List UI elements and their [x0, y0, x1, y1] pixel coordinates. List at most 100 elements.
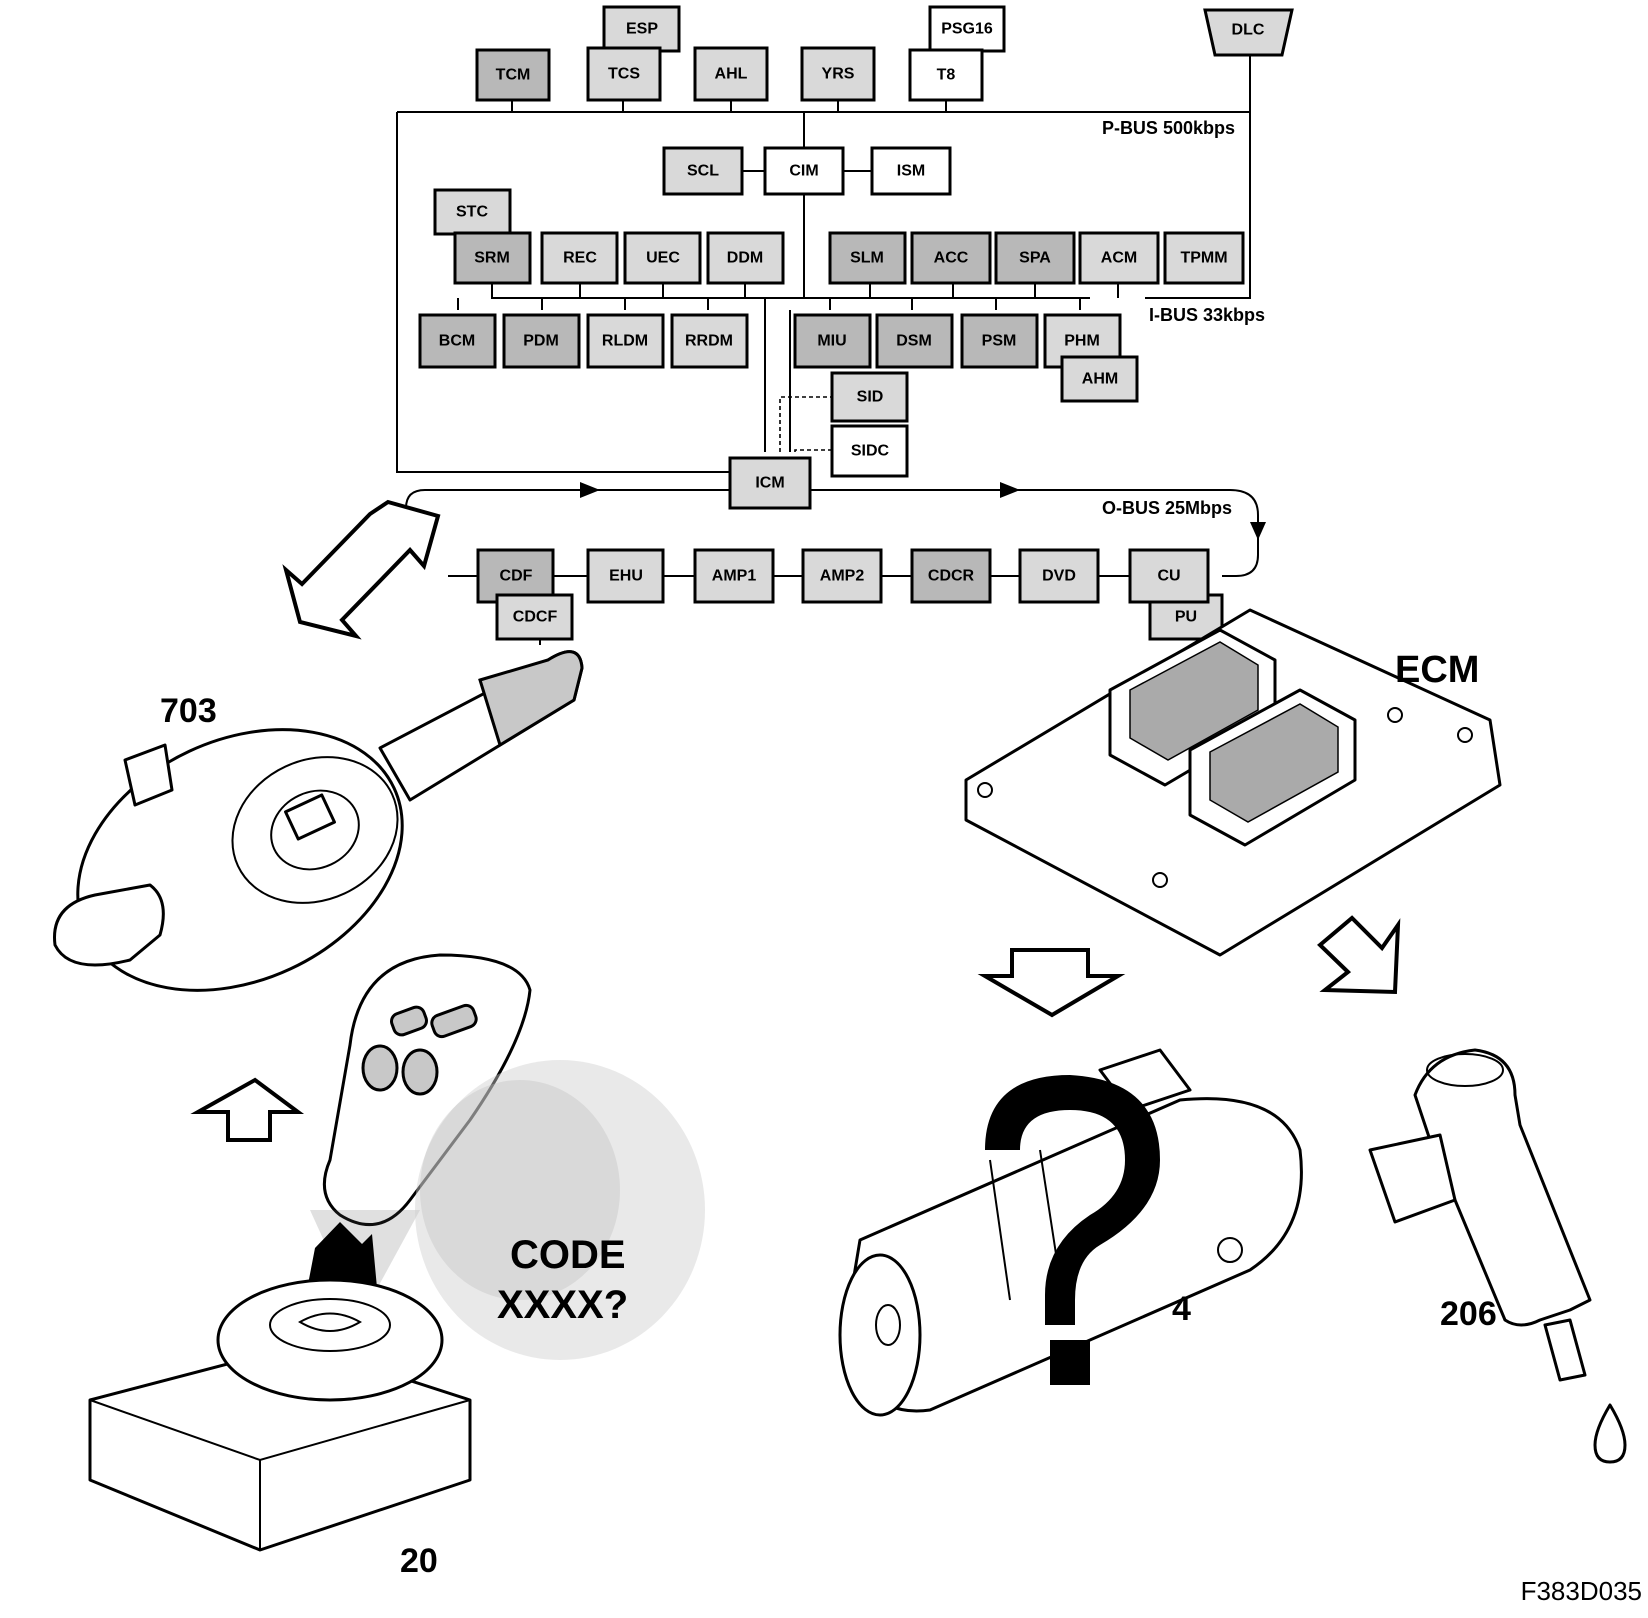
bus-wiring: [396, 55, 1266, 645]
svg-text:DVD: DVD: [1042, 568, 1076, 585]
module-tpmm[interactable]: TPMM: [1163, 231, 1245, 285]
i-bus-upper-modules: STC SRM REC UEC DDM SLM ACC SPA ACM TPMM: [433, 188, 1245, 285]
svg-text:CDCR: CDCR: [928, 568, 975, 585]
module-dsm[interactable]: DSM: [875, 313, 954, 369]
module-slm[interactable]: SLM: [828, 231, 907, 285]
question-mark-icon: [985, 1075, 1160, 1385]
code-prompt-line1: CODE: [510, 1233, 626, 1277]
svg-text:ESP: ESP: [626, 21, 658, 38]
module-ahl[interactable]: AHL: [693, 46, 769, 102]
module-dvd[interactable]: DVD: [1018, 548, 1100, 604]
svg-text:REC: REC: [563, 250, 597, 267]
part-number-20: 20: [400, 1542, 438, 1580]
module-amp1[interactable]: AMP1: [693, 548, 775, 604]
svg-text:T8: T8: [937, 67, 956, 84]
p-bus-modules: ESP TCM TCS AHL YRS PSG16 T8 DLC: [475, 5, 1294, 102]
svg-text:ACC: ACC: [934, 250, 969, 267]
steering-wheel-switch: [53, 650, 584, 992]
svg-text:AMP1: AMP1: [712, 568, 757, 585]
module-rec[interactable]: REC: [540, 231, 619, 285]
module-cdf[interactable]: CDF: [476, 548, 555, 604]
svg-text:AHM: AHM: [1082, 371, 1118, 388]
module-ehu[interactable]: EHU: [586, 548, 665, 604]
module-yrs[interactable]: YRS: [800, 46, 876, 102]
display-modules: SID SIDC ICM: [728, 371, 909, 510]
module-psm[interactable]: PSM: [960, 313, 1039, 369]
code-speckle-cloud: [415, 1060, 705, 1360]
down-arrow-icon: [977, 948, 1126, 1018]
svg-text:AHL: AHL: [715, 66, 748, 83]
module-esp[interactable]: ESP: [602, 5, 681, 53]
svg-text:STC: STC: [456, 204, 488, 221]
module-cdcr[interactable]: CDCR: [910, 548, 992, 604]
svg-text:DLC: DLC: [1232, 22, 1265, 39]
svg-text:RLDM: RLDM: [602, 333, 648, 350]
module-cu[interactable]: CU: [1128, 548, 1210, 604]
svg-text:EHU: EHU: [609, 568, 643, 585]
svg-text:AMP2: AMP2: [820, 568, 865, 585]
ignition-switch: [88, 1278, 472, 1552]
module-ahm[interactable]: AHM: [1060, 355, 1139, 403]
o-bus-modules: CDF CDCF EHU AMP1 AMP2 CDCR DVD PU CU: [476, 548, 1224, 641]
module-dlc[interactable]: DLC: [1203, 8, 1294, 57]
svg-text:PSM: PSM: [982, 333, 1017, 350]
fuel-injector: [1368, 1048, 1627, 1464]
module-amp2[interactable]: AMP2: [801, 548, 883, 604]
module-icm[interactable]: ICM: [728, 456, 812, 510]
svg-text:SIDC: SIDC: [851, 443, 890, 460]
svg-text:TPMM: TPMM: [1180, 250, 1227, 267]
svg-text:PSG16: PSG16: [941, 21, 993, 38]
module-tcs[interactable]: TCS: [586, 46, 662, 102]
module-sid[interactable]: SID: [830, 371, 909, 423]
module-rldm[interactable]: RLDM: [586, 313, 665, 369]
svg-text:SRM: SRM: [474, 250, 510, 267]
svg-text:BCM: BCM: [439, 333, 475, 350]
code-prompt-line2: XXXX?: [497, 1283, 628, 1327]
module-cim[interactable]: CIM: [763, 146, 845, 196]
svg-text:ISM: ISM: [897, 163, 925, 180]
smart-key: [310, 953, 532, 1320]
svg-text:TCM: TCM: [496, 67, 531, 84]
module-spa[interactable]: SPA: [994, 231, 1076, 285]
part-number-703: 703: [160, 692, 217, 730]
module-tcm[interactable]: TCM: [475, 48, 551, 102]
module-stc[interactable]: STC: [433, 188, 512, 236]
svg-text:RRDM: RRDM: [685, 333, 733, 350]
module-srm[interactable]: SRM: [453, 231, 532, 285]
svg-text:CDCF: CDCF: [513, 609, 558, 626]
o-bus-label: O-BUS 25Mbps: [1102, 498, 1232, 518]
svg-text:CDF: CDF: [500, 568, 533, 585]
ecm-label: ECM: [1395, 649, 1479, 691]
module-miu[interactable]: MIU: [793, 313, 872, 369]
module-scl[interactable]: SCL: [662, 146, 744, 196]
ecm-unit: [964, 608, 1502, 957]
svg-text:SID: SID: [857, 389, 884, 406]
module-psg16[interactable]: PSG16: [928, 5, 1006, 53]
part-number-4: 4: [1172, 1290, 1191, 1328]
svg-text:YRS: YRS: [822, 66, 855, 83]
svg-text:ICM: ICM: [755, 475, 784, 492]
svg-text:MIU: MIU: [817, 333, 846, 350]
module-ism[interactable]: ISM: [870, 146, 952, 196]
svg-text:DSM: DSM: [896, 333, 932, 350]
module-pdm[interactable]: PDM: [502, 313, 581, 369]
svg-text:SPA: SPA: [1019, 250, 1051, 267]
module-uec[interactable]: UEC: [623, 231, 702, 285]
module-acm[interactable]: ACM: [1078, 231, 1160, 285]
module-cdcf[interactable]: CDCF: [495, 593, 574, 641]
module-sidc[interactable]: SIDC: [830, 424, 909, 478]
svg-text:CIM: CIM: [789, 163, 818, 180]
part-number-206: 206: [1440, 1295, 1497, 1333]
svg-text:PHM: PHM: [1064, 333, 1100, 350]
svg-text:ACM: ACM: [1101, 250, 1137, 267]
module-rrdm[interactable]: RRDM: [670, 313, 749, 369]
svg-text:PDM: PDM: [523, 333, 559, 350]
svg-text:SCL: SCL: [687, 163, 719, 180]
module-acc[interactable]: ACC: [910, 231, 992, 285]
svg-text:DDM: DDM: [727, 250, 763, 267]
module-bcm[interactable]: BCM: [418, 313, 497, 369]
module-ddm[interactable]: DDM: [706, 231, 785, 285]
svg-text:CU: CU: [1157, 568, 1180, 585]
module-t8[interactable]: T8: [908, 48, 984, 102]
